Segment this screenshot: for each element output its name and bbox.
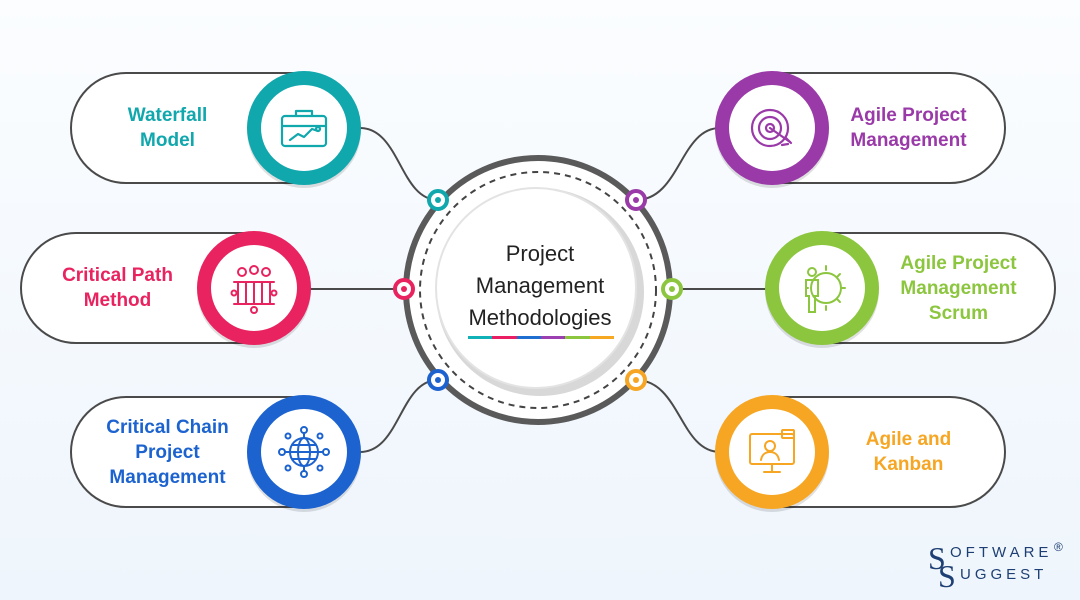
network-team-icon xyxy=(230,265,278,314)
method-card-scrum: Agile Project Management Scrum xyxy=(765,231,1056,345)
method-label-cpm: Critical Path Method xyxy=(62,265,173,311)
center-bar-segment xyxy=(540,336,566,339)
method-label-scrum: Agile Project Management Scrum xyxy=(900,252,1017,324)
icon-ring-agile xyxy=(715,71,829,185)
monitor-user-icon xyxy=(749,429,795,473)
method-label-agile: Agile Project Management xyxy=(850,105,967,151)
center-title: Project Management Methodologies xyxy=(468,241,612,330)
brand-registered: ® xyxy=(1054,540,1063,554)
method-card-agile: Agile Project Management xyxy=(715,71,1006,185)
target-icon xyxy=(750,108,793,148)
dot-kanban xyxy=(625,369,647,391)
method-card-ccpm: Critical Chain Project Management xyxy=(70,395,361,509)
hub-dashed-ring xyxy=(419,171,657,409)
icon-ring-cpm xyxy=(197,231,311,345)
method-card-cpm: Critical Path Method xyxy=(20,231,311,345)
dot-scrum xyxy=(661,278,683,300)
brand-software: OFTWARE xyxy=(950,544,1053,561)
brand-logo: S OFTWARE ® S UGGEST xyxy=(928,540,1068,594)
icon-ring-kanban xyxy=(715,395,829,509)
brand-suggest: UGGEST xyxy=(960,566,1048,583)
center-bar-segment xyxy=(589,336,614,339)
person-gear-icon xyxy=(805,265,846,313)
dot-waterfall xyxy=(427,189,449,211)
center-bar-segment xyxy=(468,336,493,339)
center-bar-segment xyxy=(565,336,590,339)
dot-agile xyxy=(625,189,647,211)
method-label-waterfall: Waterfall Model xyxy=(127,105,208,151)
method-label-ccpm: Critical Chain Project Management xyxy=(106,416,229,488)
connector-ccpm xyxy=(359,379,439,453)
icon-holder xyxy=(729,85,815,171)
center-bar-segment xyxy=(492,336,517,339)
brand-s1: S xyxy=(928,540,946,576)
icon-holder xyxy=(261,409,347,495)
globe-network-icon xyxy=(278,426,330,478)
brand-s2: S xyxy=(938,558,956,594)
icon-holder xyxy=(779,245,865,331)
connector-waterfall xyxy=(359,127,439,201)
icon-ring-waterfall xyxy=(247,71,361,185)
icon-holder xyxy=(729,409,815,495)
connector-kanban xyxy=(635,379,721,453)
icon-ring-scrum xyxy=(765,231,879,345)
connector-agile xyxy=(635,127,721,201)
method-card-waterfall: Waterfall Model xyxy=(70,71,361,185)
method-card-kanban: Agile and Kanban xyxy=(715,395,1006,509)
center-bar-segment xyxy=(516,336,541,339)
icon-ring-ccpm xyxy=(247,395,361,509)
icon-holder xyxy=(211,245,297,331)
icon-holder xyxy=(261,85,347,171)
center-color-bar xyxy=(468,336,614,339)
method-label-kanban: Agile and Kanban xyxy=(865,429,952,475)
dot-ccpm xyxy=(427,369,449,391)
briefcase-chart-icon xyxy=(280,109,328,148)
dot-cpm xyxy=(393,278,415,300)
